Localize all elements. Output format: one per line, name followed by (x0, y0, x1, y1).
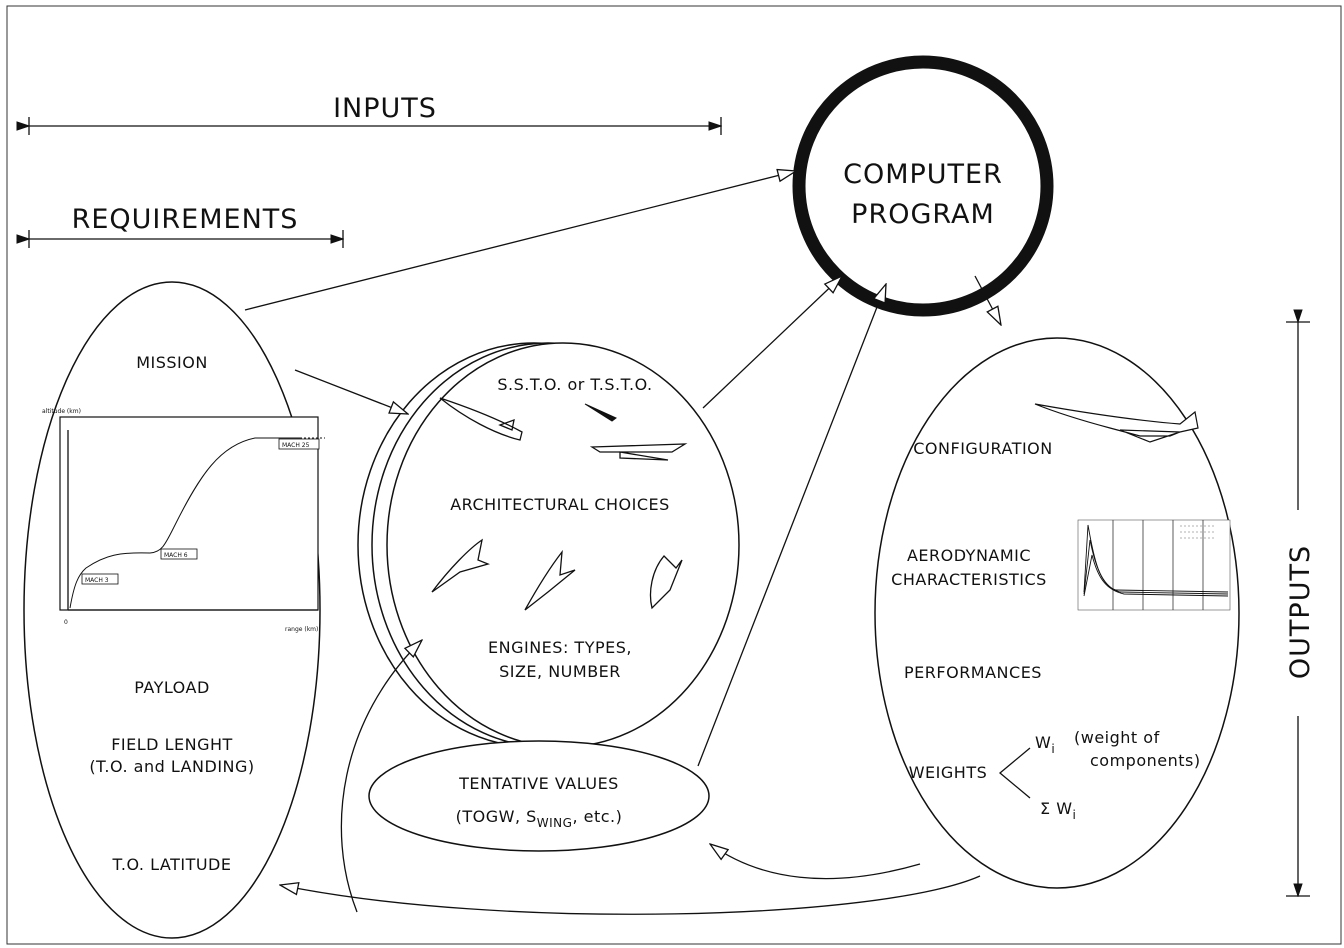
tentative-values-label: TENTATIVE VALUES (458, 774, 619, 793)
inputs-span: INPUTS (29, 93, 721, 135)
field-length-detail: (T.O. and LANDING) (89, 757, 254, 776)
flow-arrows (244, 171, 1001, 915)
inputs-label: INPUTS (333, 93, 437, 124)
arrow-outputs-to-requirements (280, 875, 981, 915)
requirements-span: REQUIREMENTS (29, 204, 343, 248)
component-weight-desc-1: (weight of (1074, 728, 1160, 747)
weights-label: WEIGHTS (909, 763, 988, 782)
tentative-values-detail: (TOGW, SWING, etc.) (456, 807, 623, 830)
arrow-mission-to-program (244, 171, 796, 311)
trajectory-plot: altitude (km) range (km) 0 MACH 3 MACH 6… (42, 408, 325, 633)
architectural-choices-label: ARCHITECTURAL CHOICES (450, 495, 670, 514)
total-weight-symbol: Σ Wi (1040, 799, 1076, 822)
svg-text:MACH 3: MACH 3 (85, 577, 109, 584)
page-frame (6, 5, 1342, 945)
arrow-mission-to-architecture (294, 369, 408, 414)
tentative-values-ellipse: TENTATIVE VALUES (TOGW, SWING, etc.) (368, 740, 710, 852)
payload-label: PAYLOAD (134, 678, 210, 697)
configuration-label: CONFIGURATION (913, 439, 1053, 458)
engines-detail: SIZE, NUMBER (499, 662, 621, 681)
trajectory-curve (69, 437, 300, 609)
ssto-vehicle-icon (439, 397, 523, 441)
aerodynamic-label: AERODYNAMIC (907, 546, 1031, 565)
computer-program-line1: COMPUTER (843, 159, 1003, 190)
arrow-loop-to-architecture (340, 640, 422, 913)
outputs-span: OUTPUTS (1285, 322, 1316, 896)
mission-label: MISSION (136, 353, 208, 372)
configuration-aircraft-icon (1034, 403, 1199, 443)
arrow-tentative-to-program (697, 284, 886, 767)
svg-text:MACH 6: MACH 6 (164, 552, 188, 559)
trajectory-x-label: range (km) (285, 626, 318, 633)
trajectory-y-label: altitude (km) (42, 408, 81, 415)
outputs-ellipse: CONFIGURATION AERODYNAMIC CHARACTERISTIC… (874, 337, 1240, 889)
component-weight-desc-2: components) (1090, 751, 1201, 770)
performances-label: PERFORMANCES (904, 663, 1042, 682)
architecture-title: S.S.T.O. or T.S.T.O. (497, 375, 652, 394)
orbiter-icon (584, 403, 617, 422)
characteristics-label: CHARACTERISTICS (891, 570, 1047, 589)
mach-6-marker: MACH 6 (160, 548, 198, 560)
architecture-stack: S.S.T.O. or T.S.T.O. ARCHITECTURAL CHOIC… (357, 342, 740, 748)
engines-label: ENGINES: TYPES, (488, 638, 632, 657)
requirements-label: REQUIREMENTS (72, 204, 299, 235)
computer-program-node: COMPUTER PROGRAM (792, 55, 1054, 317)
arrow-program-to-outputs (974, 275, 1001, 325)
arrow-architecture-to-program (702, 276, 842, 409)
delta-wing-icon-1 (431, 538, 491, 593)
arrow-outputs-to-tentative (710, 844, 921, 880)
mach-25-marker: MACH 25 (278, 438, 320, 450)
field-length-label: FIELD LENGHT (111, 735, 233, 754)
latitude-label: T.O. LATITUDE (112, 855, 232, 874)
mach-3-marker: MACH 3 (81, 573, 119, 585)
trajectory-origin: 0 (64, 619, 68, 626)
outputs-label: OUTPUTS (1285, 545, 1316, 679)
delta-wing-icon-3 (649, 555, 683, 610)
computer-program-line2: PROGRAM (851, 199, 995, 230)
svg-text:MACH 25: MACH 25 (282, 442, 310, 449)
tsto-vehicle-icon (589, 443, 688, 461)
component-weight-symbol: Wi (1035, 733, 1055, 756)
aerodynamic-chart-icon (1077, 519, 1231, 611)
delta-wing-icon-2 (524, 549, 576, 611)
